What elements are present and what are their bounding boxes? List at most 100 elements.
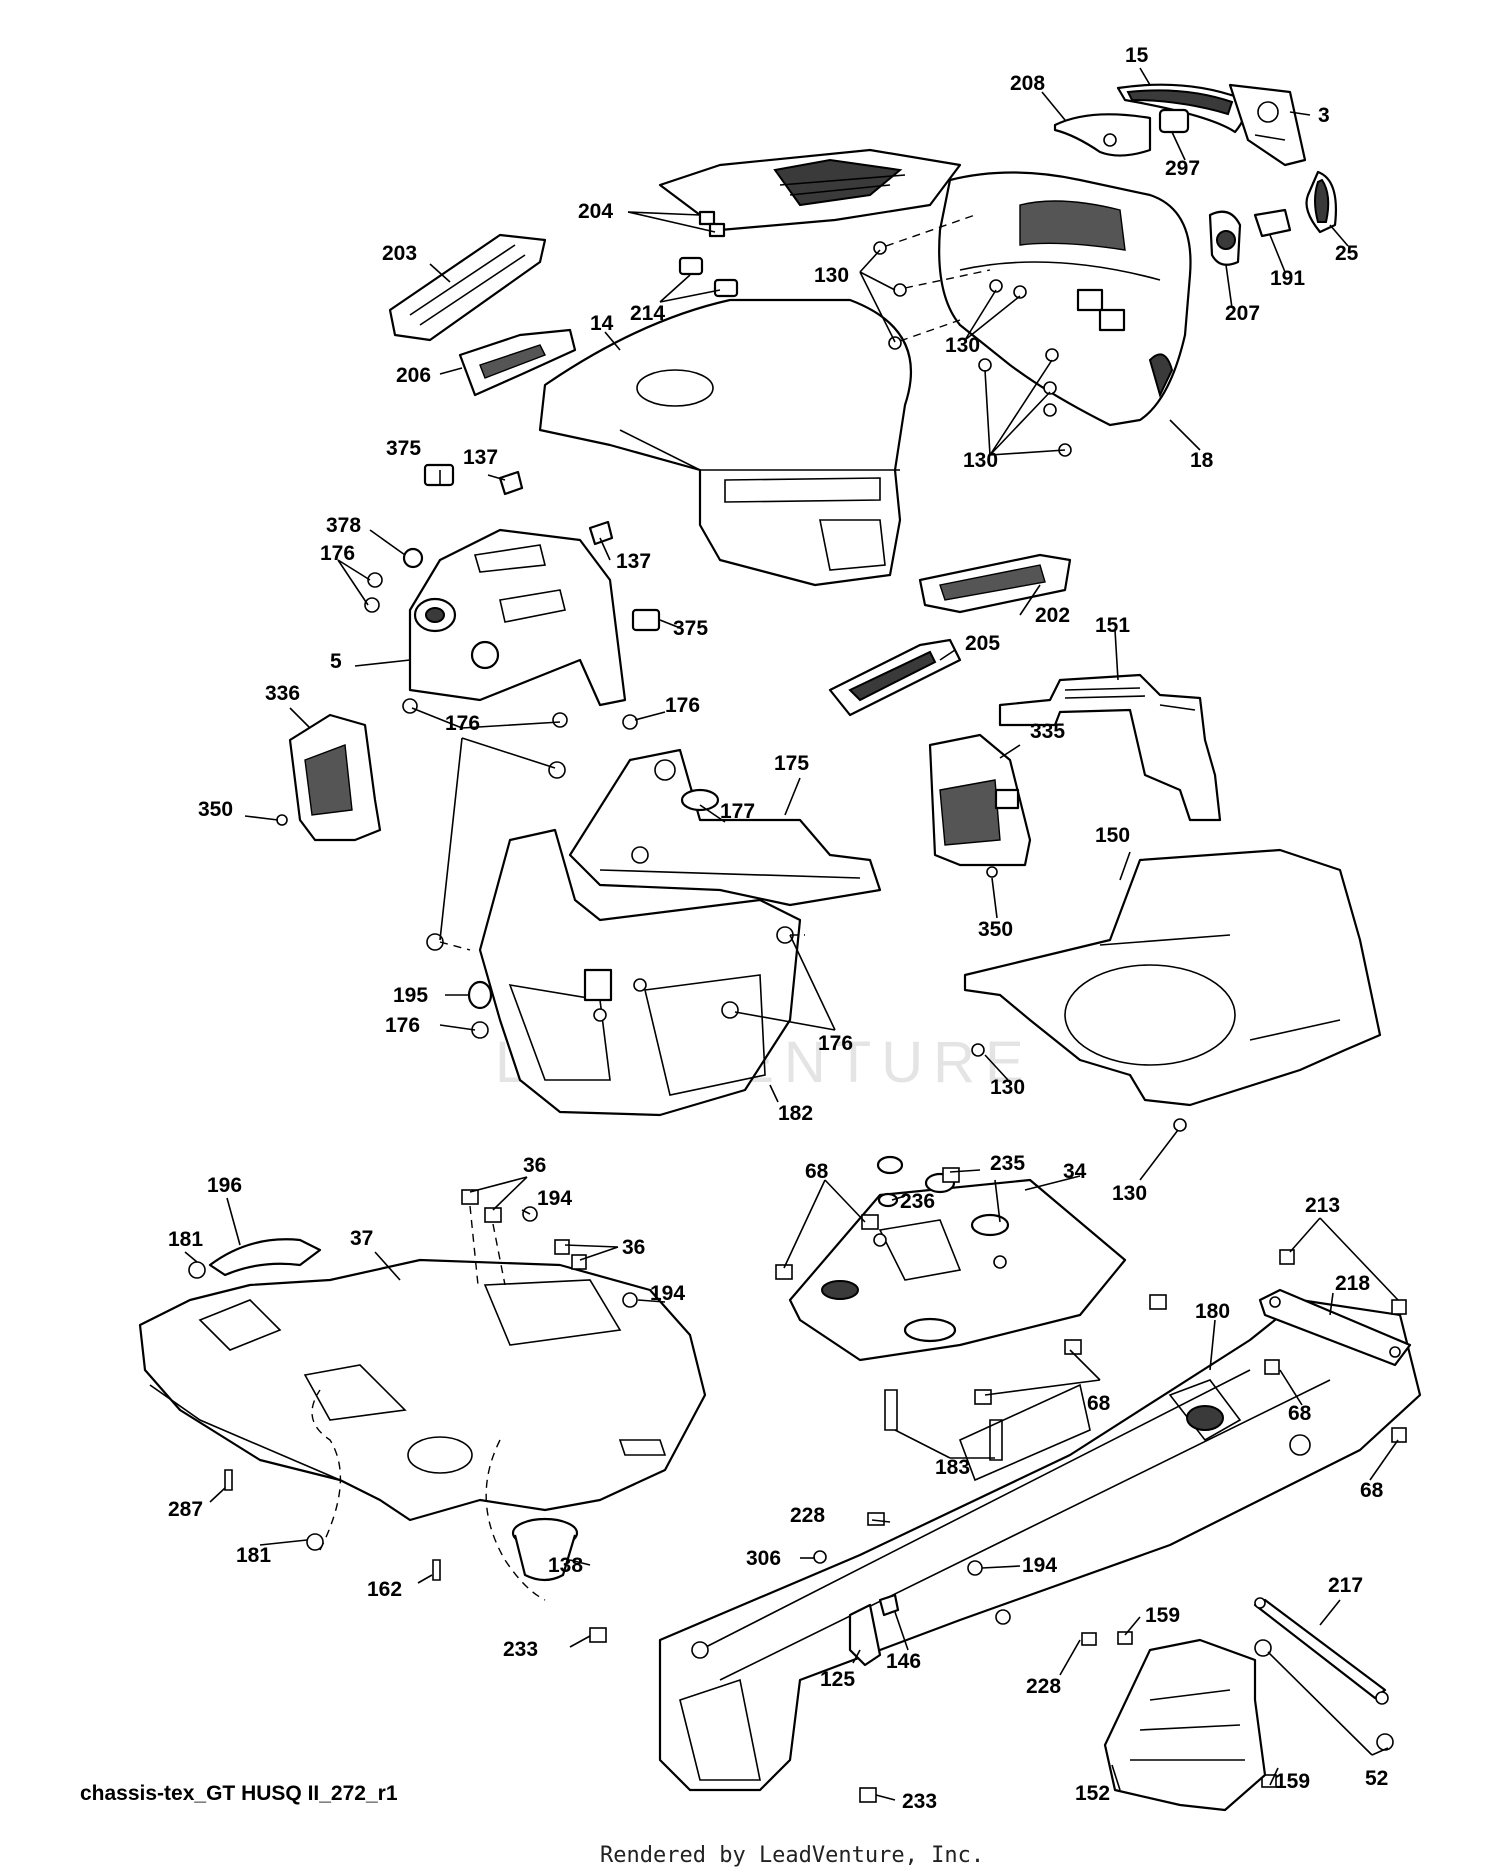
part-204-hood-top-panel (658, 148, 962, 238)
callout-34: 34 (1063, 1160, 1087, 1183)
callout-350-a: 350 (198, 798, 233, 821)
part-152-foot-rest (1103, 1638, 1267, 1812)
part-125-146-clip (848, 1593, 900, 1667)
callout-203: 203 (382, 242, 417, 265)
callout-306: 306 (746, 1547, 781, 1570)
part-202-grille (918, 553, 1072, 614)
callout-18: 18 (1190, 449, 1214, 472)
part-137-clip-b (588, 520, 614, 546)
part-137-clip-a (498, 470, 524, 496)
callout-5: 5 (330, 650, 342, 673)
callout-287: 287 (168, 1498, 203, 1521)
part-205-trim (828, 638, 962, 717)
callout-194-b: 194 (650, 1282, 685, 1305)
callout-378: 378 (326, 514, 361, 537)
part-375-clip-a (423, 463, 455, 487)
part-182-front-cowl (478, 828, 802, 1117)
callout-236: 236 (900, 1190, 935, 1213)
part-217-rod (1253, 1597, 1389, 1705)
callout-68-b: 68 (1087, 1392, 1111, 1415)
part-180-frame (658, 1298, 1422, 1792)
part-34-mount-plate (788, 1172, 1127, 1362)
screw-set-130-hood (873, 214, 1072, 457)
callout-191: 191 (1270, 267, 1305, 290)
callout-214: 214 (630, 302, 665, 325)
part-14-hood (538, 298, 913, 587)
part-159-bolts (1117, 1631, 1277, 1788)
part-203-vent (388, 233, 547, 342)
part-37-fender-deck (138, 1258, 707, 1522)
callout-130-e: 130 (1112, 1182, 1147, 1205)
callout-130-a: 130 (814, 264, 849, 287)
callout-213: 213 (1305, 1194, 1340, 1217)
part-195-plug (467, 980, 493, 1010)
part-297-clip (1158, 108, 1190, 134)
part-177-grommet (680, 788, 720, 812)
callout-176-c: 176 (665, 694, 700, 717)
callout-375-b: 375 (673, 617, 708, 640)
callout-3: 3 (1318, 104, 1330, 127)
part-52-nuts (1254, 1639, 1394, 1751)
callout-159-a: 159 (1145, 1604, 1180, 1627)
callout-130-d: 130 (990, 1076, 1025, 1099)
callout-196: 196 (207, 1174, 242, 1197)
callout-176-e: 176 (818, 1032, 853, 1055)
part-191-clip (1253, 208, 1292, 238)
part-207-light-housing (1208, 210, 1242, 266)
part-335-side-panel (928, 733, 1032, 867)
part-25-trim-piece (1305, 170, 1337, 234)
callout-335: 335 (1030, 720, 1065, 743)
rendered-by-credit: Rendered by LeadVenture, Inc. (600, 1843, 984, 1868)
leader-lines (184, 67, 1399, 1801)
callout-125: 125 (820, 1668, 855, 1691)
callout-176-a: 176 (320, 542, 355, 565)
part-162-screw (432, 1559, 441, 1581)
part-233-bolts (589, 1627, 877, 1803)
callout-194-c: 194 (1022, 1554, 1057, 1577)
callout-195: 195 (393, 984, 428, 1007)
callout-37: 37 (350, 1227, 373, 1250)
callout-36-b: 36 (622, 1236, 645, 1259)
bolt-set-68-plate (775, 1167, 1167, 1405)
callout-175: 175 (774, 752, 809, 775)
callout-205: 205 (965, 632, 1000, 655)
callout-336: 336 (265, 682, 300, 705)
part-3-emblem-housing (1228, 83, 1307, 167)
callout-176-d: 176 (385, 1014, 420, 1037)
callout-68-a: 68 (805, 1160, 829, 1183)
part-218-bracket (1258, 1288, 1412, 1367)
part-287-screw (224, 1469, 233, 1491)
callout-182: 182 (778, 1102, 813, 1125)
part-181-nut-b (306, 1389, 342, 1551)
callout-297: 297 (1165, 157, 1200, 180)
diagram-caption: chassis-tex_GT HUSQ II_272_r1 (80, 1782, 398, 1805)
part-18-front-grille-housing (938, 171, 1192, 427)
part-378-knob (402, 547, 424, 569)
callout-207: 207 (1225, 302, 1260, 325)
nut-194-fender (522, 1206, 638, 1308)
screw-130-floor (971, 1043, 1187, 1132)
callout-130-b: 130 (945, 334, 980, 357)
callout-217: 217 (1328, 1574, 1363, 1597)
callout-130-c: 130 (963, 449, 998, 472)
callout-177: 177 (720, 800, 755, 823)
callout-181-a: 181 (168, 1228, 203, 1251)
callout-68-c: 68 (1288, 1402, 1312, 1425)
callout-36-a: 36 (523, 1154, 546, 1177)
part-5-dash-console (408, 528, 627, 707)
screw-350-a (276, 814, 288, 826)
callout-228-b: 228 (1026, 1675, 1061, 1698)
callout-228-a: 228 (790, 1504, 825, 1527)
callout-180: 180 (1195, 1300, 1230, 1323)
parts-228-306-194-frame-hw (813, 1512, 1097, 1646)
callout-137-b: 137 (616, 550, 651, 573)
callout-194-a: 194 (537, 1187, 572, 1210)
part-175-bracket (568, 748, 882, 907)
callout-233-a: 233 (503, 1638, 538, 1661)
part-336-side-panel (288, 713, 382, 842)
callout-146: 146 (886, 1650, 921, 1673)
bolt-set-36 (461, 1189, 587, 1286)
part-214-clip-pair (678, 256, 739, 298)
